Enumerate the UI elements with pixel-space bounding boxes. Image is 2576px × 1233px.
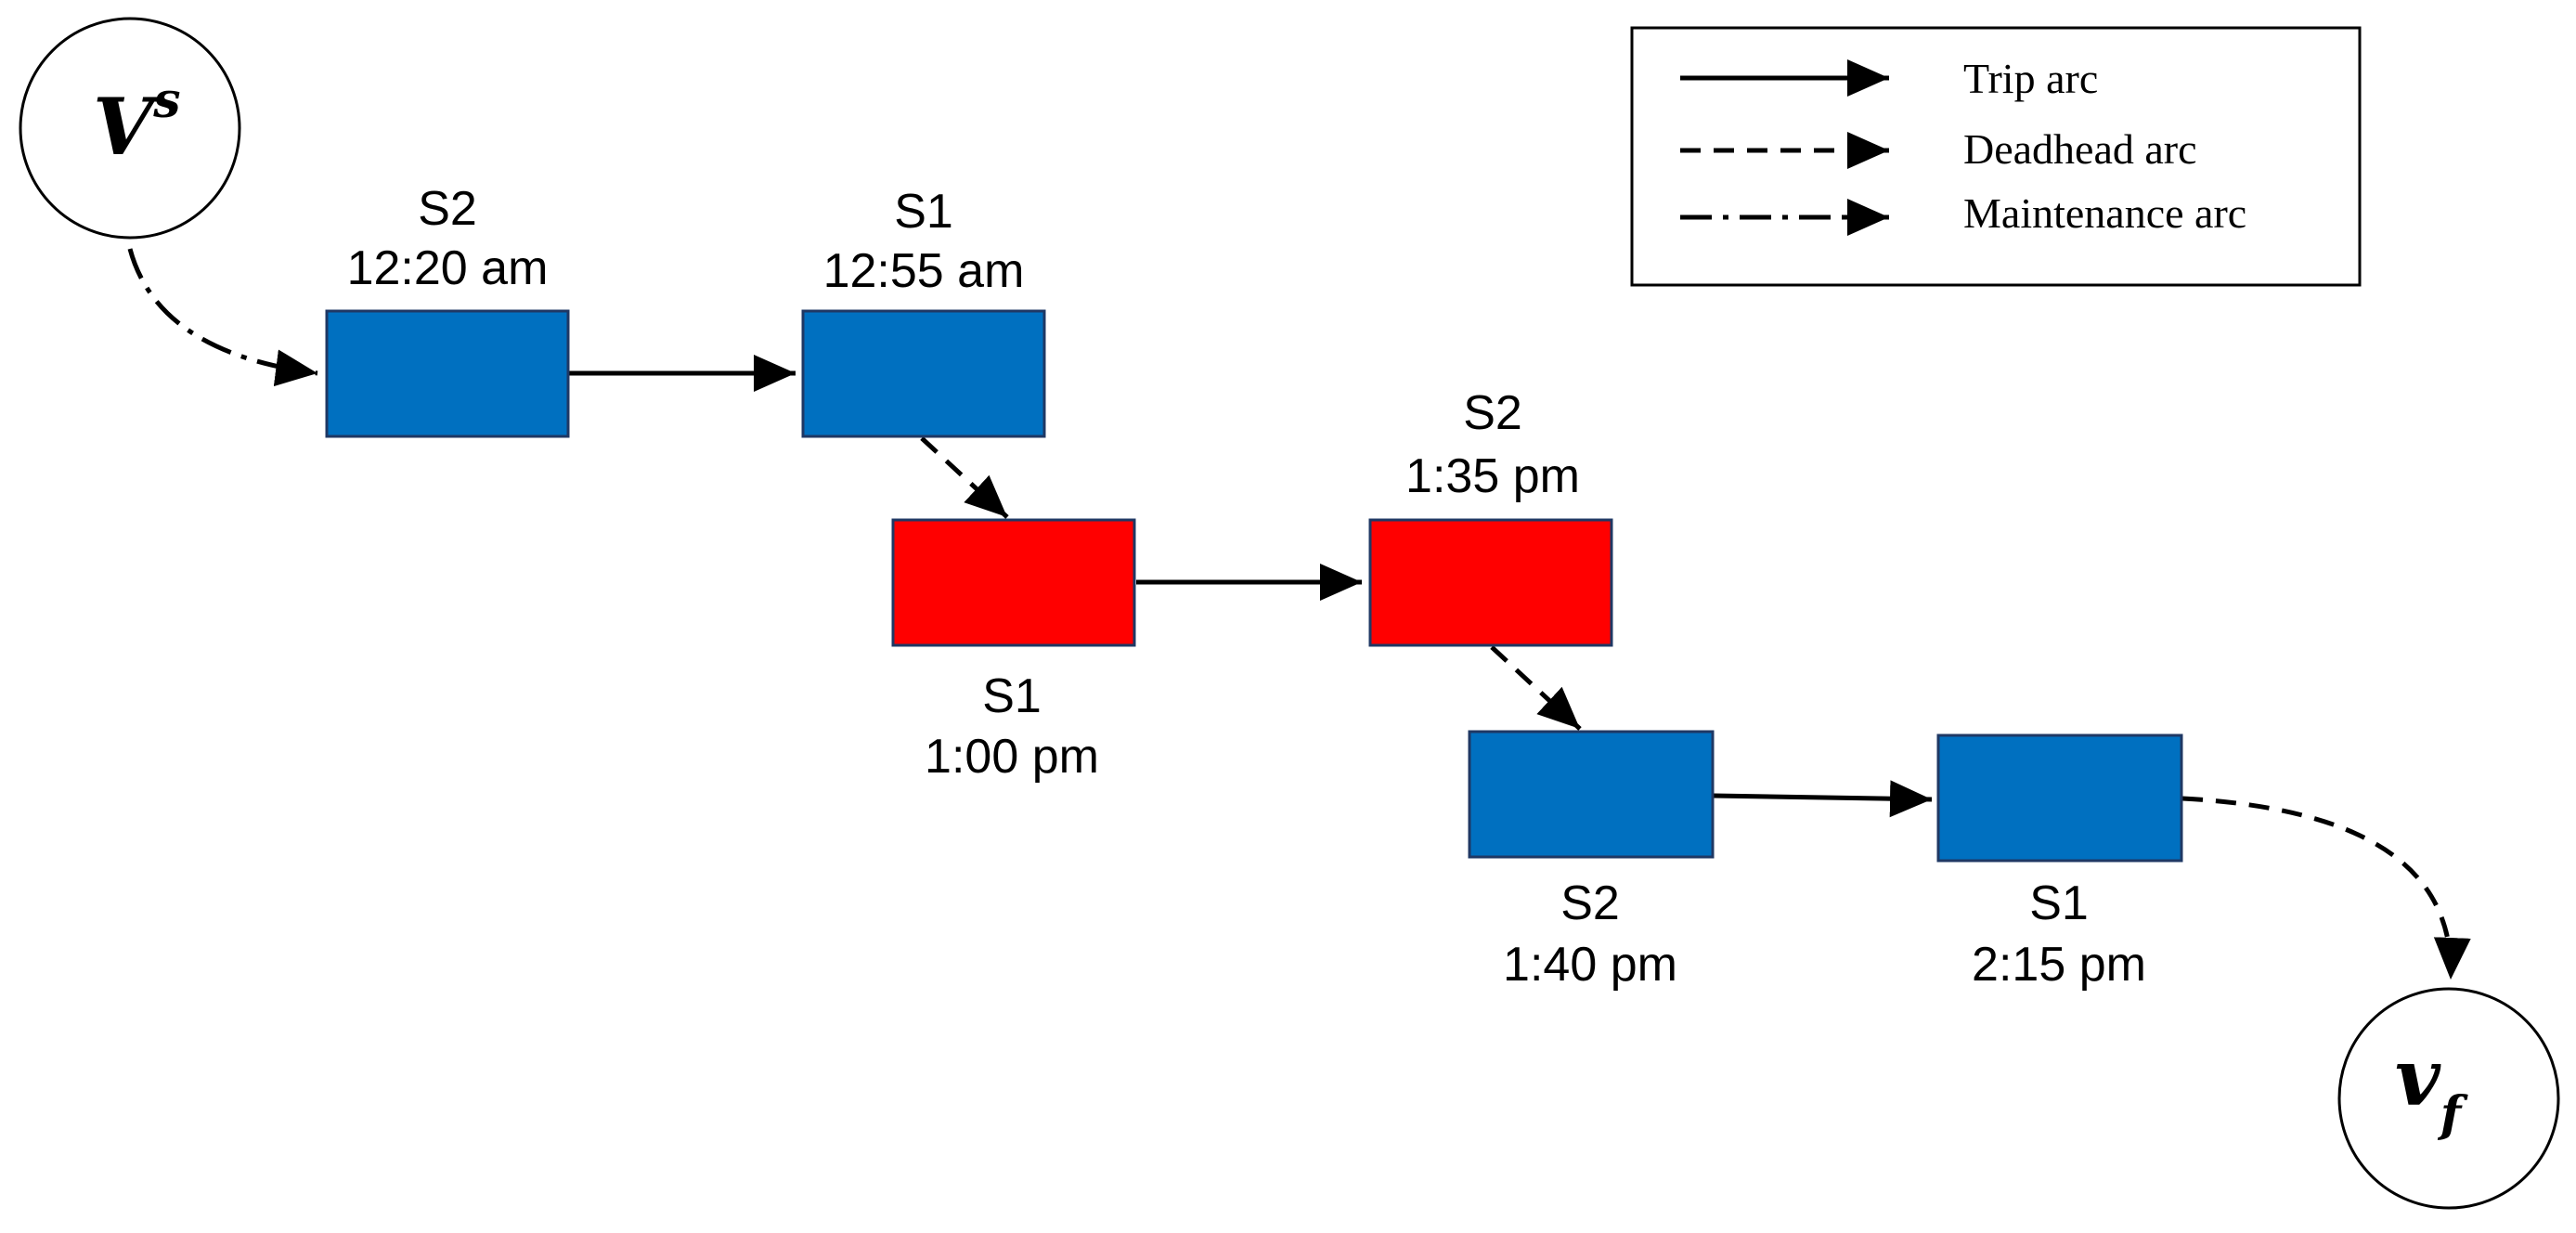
deadhead-arc [920, 436, 1009, 519]
node-s1-1255am: S1 12:55 am [801, 185, 1046, 438]
node-station-label: S2 [1463, 386, 1522, 440]
node-box [325, 309, 570, 438]
node-box [1468, 730, 1715, 859]
sink-terminal-main: v [2395, 1032, 2441, 1123]
source-terminal-sup: s [152, 72, 180, 129]
node-time-label: 1:35 pm [1405, 449, 1580, 503]
node-time-label: 12:20 am [347, 241, 549, 295]
node-station-label: S2 [1560, 876, 1620, 930]
legend-maintenance-label: Maintenance arc [1963, 189, 2246, 237]
node-time-label: 1:40 pm [1503, 938, 1677, 992]
source-terminal-main: V [93, 81, 161, 173]
legend-deadhead-label: Deadhead arc [1963, 125, 2197, 173]
legend-trip-label: Trip arc [1963, 55, 2098, 102]
source-terminal-label: Vs [93, 72, 180, 173]
node-s2-1220am: S2 12:20 am [325, 182, 570, 438]
node-box [1368, 518, 1613, 647]
node-time-label: 1:00 pm [925, 730, 1099, 784]
node-s2-140pm: S2 1:40 pm [1468, 730, 1715, 992]
source-circle [19, 17, 241, 240]
node-s1-215pm: S1 2:15 pm [1936, 733, 2183, 992]
deadhead-arc [2181, 796, 2471, 980]
sink-terminal: vf [2337, 987, 2560, 1210]
trip-arc [1713, 780, 1933, 818]
node-time-label: 12:55 am [823, 244, 1025, 298]
node-station-label: S1 [982, 669, 1042, 723]
node-time-label: 2:15 pm [1972, 938, 2146, 992]
legend: Trip arc Deadhead arc Maintenance arc [1630, 26, 2362, 287]
arcs [127, 248, 2471, 980]
deadhead-arc [1490, 645, 1582, 731]
node-station-label: S1 [894, 185, 953, 239]
node-s2-135pm: S2 1:35 pm [1368, 386, 1613, 647]
sink-circle [2337, 987, 2560, 1210]
maintenance-arc [127, 248, 318, 387]
node-station-label: S1 [2029, 876, 2089, 930]
node-s1-100pm: S1 1:00 pm [891, 518, 1136, 784]
node-box [801, 309, 1046, 438]
node-box [1936, 733, 2183, 863]
node-station-label: S2 [418, 182, 477, 236]
source-terminal: Vs [19, 17, 241, 240]
node-box [891, 518, 1136, 647]
legend-box [1630, 26, 2362, 287]
